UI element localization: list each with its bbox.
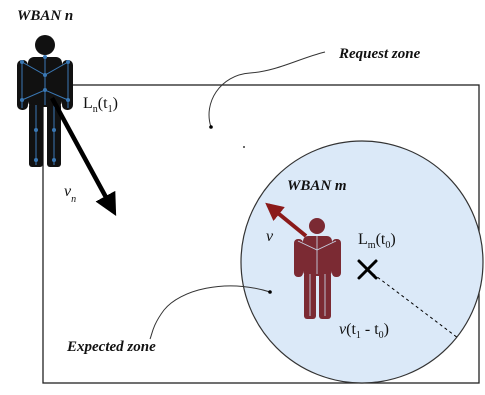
request-zone-label: Request zone (338, 46, 421, 62)
velocity-m-label: v (266, 228, 274, 245)
velocity-arrow-n (50, 96, 117, 216)
request-zone-leader-dot (209, 125, 213, 129)
radius-label: v(t1 - t0) (339, 321, 389, 341)
request-zone-leader (208, 51, 326, 128)
position-n-label: Ln(t1) (83, 95, 118, 115)
cross-mark-icon (357, 259, 378, 280)
expected-zone-leader-dot (268, 290, 272, 294)
person-n-sensor-nodes (20, 55, 70, 162)
expected-zone-label: Expected zone (66, 339, 156, 355)
expected-zone-leader (149, 285, 271, 340)
velocity-n-label: vn (64, 183, 76, 205)
position-m-label: Lm(t0) (358, 231, 396, 251)
radius-dashed-line (367, 269, 459, 339)
wban-m-label: WBAN m (287, 178, 347, 194)
velocity-arrow-m (265, 202, 308, 238)
stray-dot (243, 146, 245, 148)
wban-n-label: WBAN n (17, 8, 73, 24)
person-m-sensor-skeleton (297, 236, 337, 316)
